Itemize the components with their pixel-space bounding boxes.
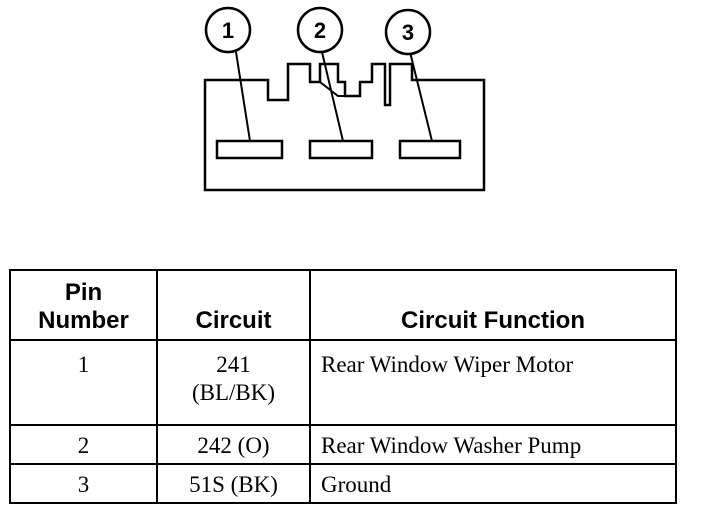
terminal-slot-1	[215, 139, 284, 160]
header-pin-line1: Pin	[64, 279, 103, 306]
cell-pin: 2	[9, 424, 158, 465]
cell-circuit: 51S (BK)	[156, 463, 311, 504]
pin-callout-2	[296, 6, 344, 54]
connector-diagram: 1 2 3	[0, 0, 704, 230]
header-circuit: Circuit	[156, 269, 311, 341]
cell-pin: 1	[9, 339, 158, 426]
table-row: 2 242 (O) Rear Window Washer Pump	[9, 424, 677, 465]
table-row: 3 51S (BK) Ground	[9, 463, 677, 504]
table-row: 1 241 (BL/BK) Rear Window Wiper Motor	[9, 339, 677, 426]
table-header-row: Pin Number Circuit Circuit Function	[9, 269, 677, 341]
header-circuit-function: Circuit Function	[309, 269, 677, 341]
pin-callout-label-2: 2	[314, 18, 326, 43]
pin-callout-label-3: 3	[402, 20, 414, 45]
header-pin-number: Pin Number	[9, 269, 158, 341]
pin-callout-3	[384, 8, 432, 56]
pin-callout-1	[204, 6, 252, 54]
cell-pin: 3	[9, 463, 158, 504]
latch-detail	[319, 81, 360, 97]
terminal-slot-2	[308, 139, 374, 160]
cell-circuit-line2: (BL/BK)	[191, 380, 276, 405]
connector-drawing: 1 2 3	[203, 6, 486, 192]
cell-function: Ground	[309, 463, 677, 504]
terminal-slot-3	[398, 139, 462, 160]
cell-circuit: 242 (O)	[156, 424, 311, 465]
header-pin-line2: Number	[38, 307, 129, 334]
cell-circuit-line1: 241	[216, 352, 251, 377]
leader-line-3	[409, 51, 433, 142]
pin-callout-label-1: 1	[222, 18, 234, 43]
cell-function: Rear Window Wiper Motor	[309, 339, 677, 426]
cell-circuit: 241 (BL/BK)	[156, 339, 311, 426]
pin-table: Pin Number Circuit Circuit Function 1 24…	[9, 269, 677, 504]
cell-function: Rear Window Washer Pump	[309, 424, 677, 465]
leader-line-2	[321, 51, 344, 142]
leader-line-1	[235, 51, 251, 142]
